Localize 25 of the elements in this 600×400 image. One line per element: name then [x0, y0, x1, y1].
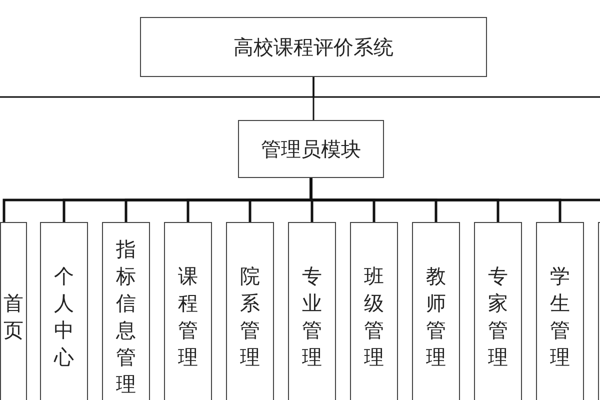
function-box	[40, 222, 88, 400]
function-box	[164, 222, 212, 400]
function-box	[0, 222, 27, 400]
box-label: 个人中心	[54, 263, 74, 371]
function-box	[102, 222, 150, 400]
function-box	[350, 222, 398, 400]
box-label: 专家管理	[488, 263, 508, 371]
box-label: 院系管理	[240, 263, 260, 371]
box-label: 管理员模块	[261, 136, 361, 162]
box-label: 专业管理	[302, 263, 322, 371]
function-box	[474, 222, 522, 400]
box-label: 教师管理	[426, 263, 446, 371]
connector-line	[312, 77, 600, 98]
box-label: 首页	[4, 290, 24, 344]
function-box	[226, 222, 274, 400]
function-box	[412, 222, 460, 400]
box-label: 指标信息管理	[116, 236, 136, 398]
module-box	[140, 17, 487, 77]
module-box	[238, 120, 384, 178]
box-label: 课程管理	[178, 263, 198, 371]
function-box	[536, 222, 584, 400]
box-label: 班级管理	[364, 263, 384, 371]
box-label: 学生管理	[550, 263, 570, 371]
box-label: 高校课程评价系统	[234, 34, 394, 60]
function-box	[288, 222, 336, 400]
